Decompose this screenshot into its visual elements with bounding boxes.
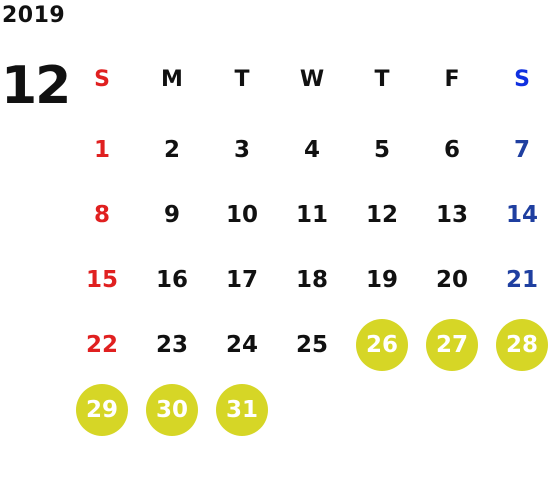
day-cell[interactable]: 2 (163, 136, 180, 163)
day-cell-highlighted[interactable]: 26 (356, 319, 408, 371)
day-cell[interactable]: 9 (163, 201, 180, 228)
day-cell-highlighted[interactable]: 28 (496, 319, 548, 371)
weekday-header-saturday: S (514, 67, 530, 92)
day-cell[interactable]: 19 (365, 266, 398, 293)
day-cell[interactable]: 5 (373, 136, 390, 163)
day-cell[interactable]: 8 (93, 201, 110, 228)
year-label: 2019 (2, 3, 66, 28)
day-cell[interactable]: 4 (303, 136, 320, 163)
day-cell[interactable]: 7 (513, 136, 530, 163)
weekday-header-tuesday: T (234, 67, 250, 92)
day-cell[interactable]: 22 (85, 331, 118, 358)
day-cell[interactable]: 1 (93, 136, 110, 163)
weekday-header-thursday: T (374, 67, 390, 92)
day-cell-highlighted[interactable]: 30 (146, 384, 198, 436)
day-cell-highlighted[interactable]: 29 (76, 384, 128, 436)
day-cell[interactable]: 18 (295, 266, 328, 293)
weekday-header-sunday: S (94, 67, 110, 92)
day-cell[interactable]: 24 (225, 331, 258, 358)
day-cell[interactable]: 11 (295, 201, 328, 228)
weekday-header-friday: F (444, 67, 460, 92)
day-cell[interactable]: 20 (435, 266, 468, 293)
day-cell[interactable]: 14 (505, 201, 538, 228)
day-cell[interactable]: 21 (505, 266, 538, 293)
day-cell[interactable]: 13 (435, 201, 468, 228)
day-cell[interactable]: 3 (233, 136, 250, 163)
weekday-header-wednesday: W (299, 67, 325, 92)
day-cell[interactable]: 15 (85, 266, 118, 293)
day-cell[interactable]: 25 (295, 331, 328, 358)
day-cell[interactable]: 17 (225, 266, 258, 293)
day-cell-highlighted[interactable]: 27 (426, 319, 478, 371)
day-cell[interactable]: 23 (155, 331, 188, 358)
month-number: 12 (1, 56, 71, 116)
day-cell[interactable]: 6 (443, 136, 460, 163)
weekday-header-monday: M (161, 67, 183, 92)
day-cell[interactable]: 10 (225, 201, 258, 228)
day-cell-highlighted[interactable]: 31 (216, 384, 268, 436)
day-cell[interactable]: 16 (155, 266, 188, 293)
day-cell[interactable]: 12 (365, 201, 398, 228)
